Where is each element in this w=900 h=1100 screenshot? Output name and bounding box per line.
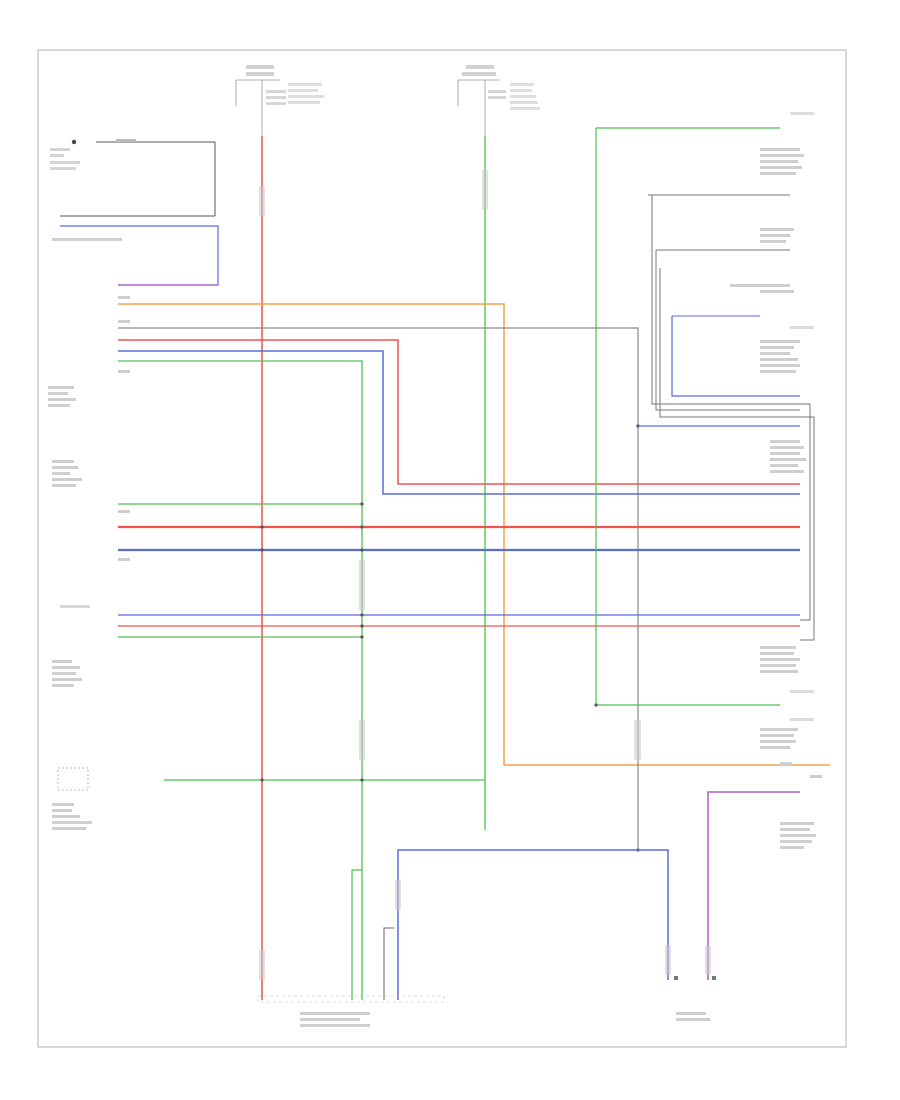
wire-blue-dlc — [397, 849, 669, 1000]
test-connector — [674, 976, 716, 1021]
wire-blue-sensor — [671, 316, 800, 397]
data-link-connector — [257, 995, 445, 1027]
wire-gray-bundle — [648, 194, 815, 641]
wire-orange — [118, 303, 830, 766]
lower-left-sensor — [52, 767, 92, 830]
abs-block — [52, 605, 90, 687]
diagram-border — [37, 49, 847, 1048]
wire-red-branch — [118, 339, 800, 485]
tcm-block — [52, 460, 130, 561]
fuse-block-right — [457, 65, 540, 136]
wire-green-branch — [118, 360, 363, 1000]
wire-blue-check — [60, 225, 219, 286]
ground-switch-block — [50, 139, 216, 217]
wire-gray — [118, 327, 639, 850]
wire-purple-dlc — [707, 791, 800, 980]
wire-blue-branch — [118, 350, 800, 495]
ecm-connector-left — [48, 296, 130, 407]
right-modules — [730, 112, 816, 849]
fuse-block-left — [235, 65, 324, 136]
